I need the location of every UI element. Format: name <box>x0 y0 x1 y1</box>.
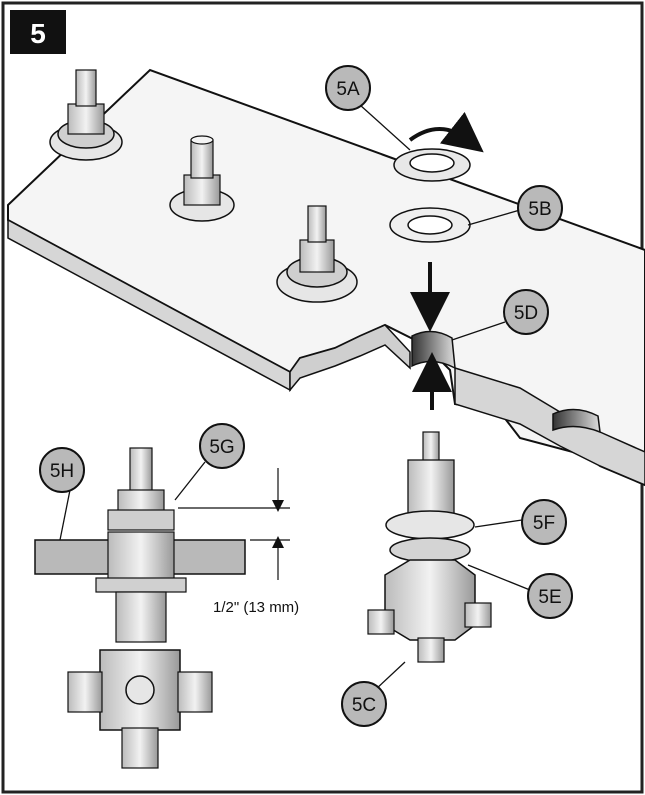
svg-text:5D: 5D <box>514 303 538 324</box>
callout-5c: 5C <box>341 681 387 727</box>
svg-text:5E: 5E <box>538 587 561 608</box>
callout-5h: 5H <box>39 447 85 493</box>
dimension-label: 1/2" (13 mm) <box>213 599 299 616</box>
installed-valve-left <box>49 69 123 161</box>
callout-5a: 5A <box>325 65 371 111</box>
valve-body-right <box>367 431 492 663</box>
svg-text:5G: 5G <box>209 437 234 458</box>
cross-section-detail <box>34 447 246 769</box>
callout-5b: 5B <box>517 185 563 231</box>
dimension-marker <box>178 468 290 580</box>
callout-5d: 5D <box>503 289 549 335</box>
callout-5e: 5E <box>527 573 573 619</box>
locknut-5a <box>393 148 471 182</box>
washer-5b <box>389 207 471 243</box>
svg-text:5F: 5F <box>533 513 555 534</box>
svg-text:5C: 5C <box>352 695 376 716</box>
step-badge: 5 <box>10 10 66 54</box>
installed-valve-middle <box>169 135 235 222</box>
deck-hole-right <box>552 408 601 434</box>
installed-valve-right <box>276 205 358 303</box>
leader-lines <box>59 104 531 691</box>
callout-5f: 5F <box>521 499 567 545</box>
svg-text:5A: 5A <box>336 79 360 100</box>
rotation-arrow <box>408 111 484 153</box>
callout-5g: 5G <box>199 423 245 469</box>
step-number: 5 <box>30 18 46 49</box>
svg-text:5H: 5H <box>50 461 74 482</box>
svg-text:5B: 5B <box>528 199 551 220</box>
